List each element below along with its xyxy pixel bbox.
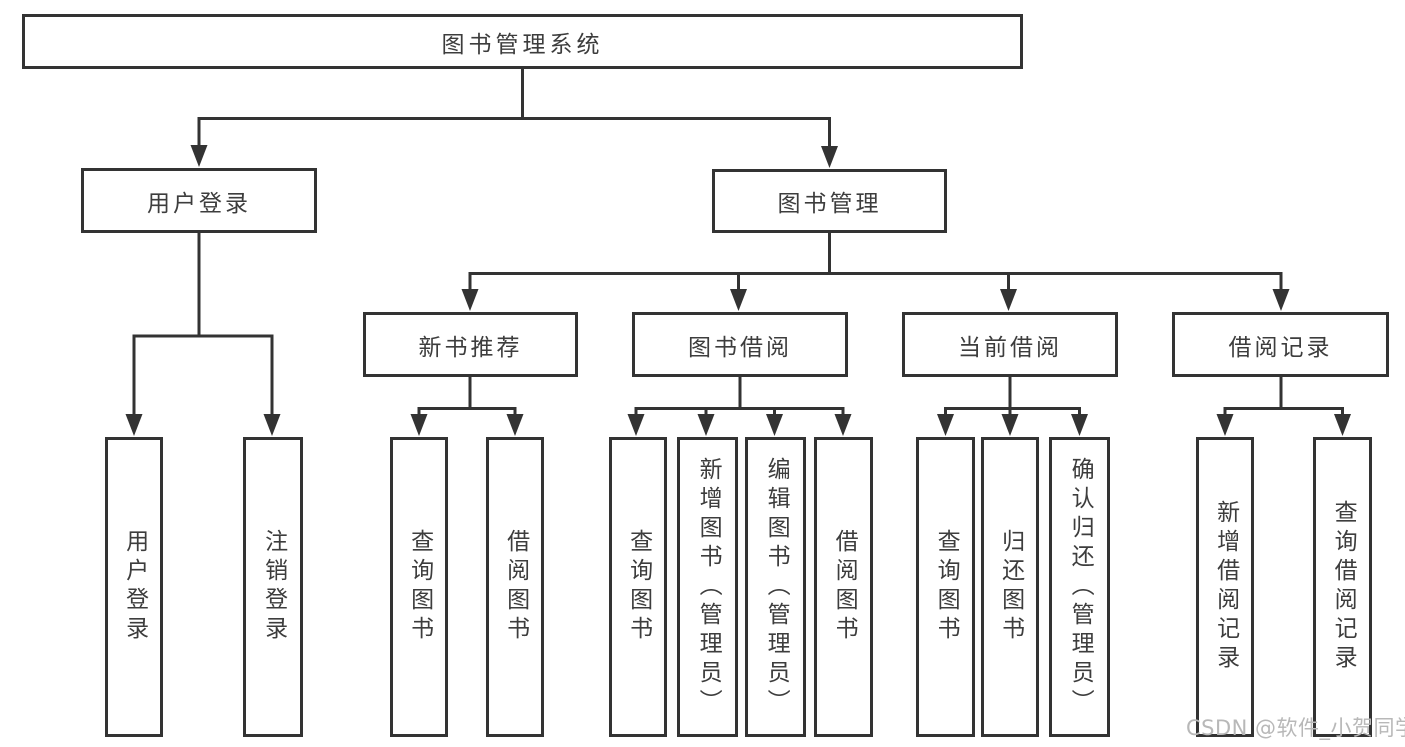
node-new-book-recommend: 新书推荐 xyxy=(363,312,578,377)
leaf-current-query-books-label: 查询图书 xyxy=(933,529,960,645)
leaf-borrow-edit-books-admin: 编辑图书（管理员） xyxy=(745,437,806,737)
leaf-current-confirm-return-admin: 确认归还（管理员） xyxy=(1049,437,1110,737)
leaf-logout: 注销登录 xyxy=(243,437,303,737)
node-book-borrow-label: 图书借阅 xyxy=(688,334,792,361)
node-borrow-records: 借阅记录 xyxy=(1172,312,1389,377)
leaf-current-confirm-return-admin-label: 确认归还（管理员） xyxy=(1067,456,1094,718)
leaf-borrow-query-books: 查询图书 xyxy=(609,437,667,737)
leaf-records-query-record: 查询借阅记录 xyxy=(1313,437,1372,737)
leaf-user-login: 用户登录 xyxy=(105,437,163,737)
node-book-management: 图书管理 xyxy=(712,169,947,233)
node-borrow-records-label: 借阅记录 xyxy=(1228,334,1333,361)
leaf-borrow-add-books-admin-label: 新增图书（管理员） xyxy=(695,456,722,718)
leaf-borrow-borrow-books-label: 借阅图书 xyxy=(831,529,858,645)
node-system-root: 图书管理系统 xyxy=(22,14,1023,69)
leaf-borrow-edit-books-admin-label: 编辑图书（管理员） xyxy=(763,456,790,718)
leaf-records-add-record-label: 新增借阅记录 xyxy=(1212,500,1239,674)
arrowheads xyxy=(125,145,1351,436)
csdn-watermark: CSDN @软件_小贺同学 xyxy=(1186,716,1405,740)
leaf-recommend-borrow-books-label: 借阅图书 xyxy=(502,529,529,645)
leaf-current-query-books: 查询图书 xyxy=(916,437,975,737)
node-book-management-label: 图书管理 xyxy=(777,191,882,217)
node-user-login: 用户登录 xyxy=(81,168,317,233)
leaf-current-return-books: 归还图书 xyxy=(981,437,1039,737)
leaf-borrow-add-books-admin: 新增图书（管理员） xyxy=(677,437,738,737)
leaf-recommend-query-books: 查询图书 xyxy=(390,437,448,737)
node-current-borrow-label: 当前借阅 xyxy=(958,334,1062,361)
leaf-user-login-label: 用户登录 xyxy=(121,529,148,645)
node-system-root-label: 图书管理系统 xyxy=(441,31,604,58)
leaf-current-return-books-label: 归还图书 xyxy=(997,529,1024,645)
node-book-borrow: 图书借阅 xyxy=(632,312,848,377)
leaf-recommend-borrow-books: 借阅图书 xyxy=(486,437,544,737)
leaf-records-query-record-label: 查询借阅记录 xyxy=(1330,500,1357,674)
leaf-logout-label: 注销登录 xyxy=(260,529,287,645)
leaf-borrow-query-books-label: 查询图书 xyxy=(625,529,652,645)
leaf-recommend-query-books-label: 查询图书 xyxy=(406,529,433,645)
leaf-records-add-record: 新增借阅记录 xyxy=(1196,437,1254,737)
node-new-book-recommend-label: 新书推荐 xyxy=(418,334,523,361)
node-user-login-label: 用户登录 xyxy=(147,190,251,217)
node-current-borrow: 当前借阅 xyxy=(902,312,1118,377)
leaf-borrow-borrow-books: 借阅图书 xyxy=(814,437,873,737)
